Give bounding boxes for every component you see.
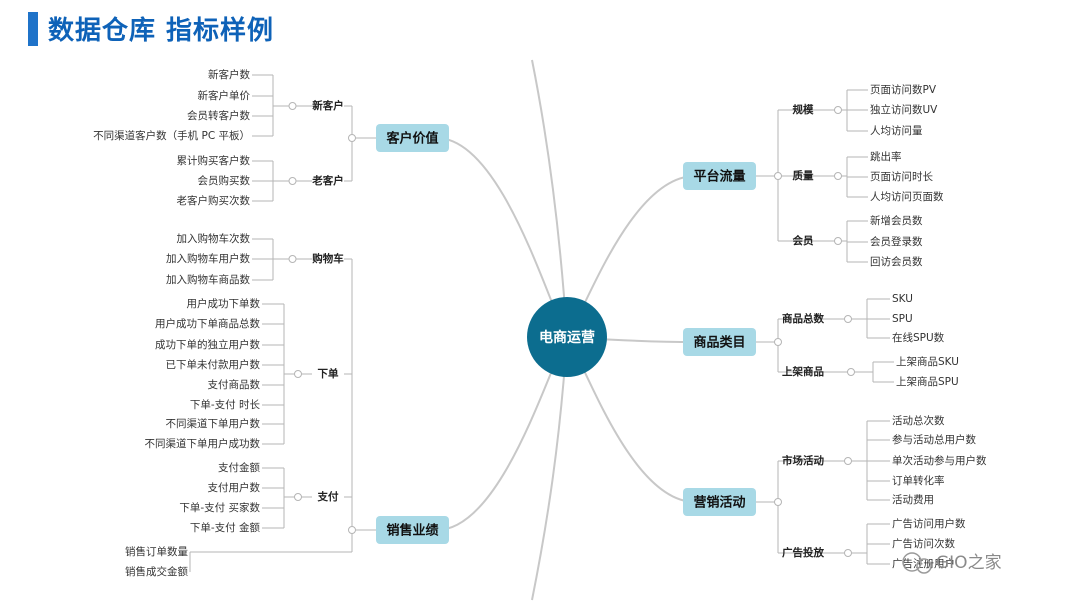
leaf-label: 会员登录数 <box>870 235 923 248</box>
leaf-label: 会员转客户数 <box>187 109 250 122</box>
group-label: 质量 <box>793 169 814 182</box>
leaf-label: 加入购物车商品数 <box>166 273 250 286</box>
group-label: 市场活动 <box>782 454 824 467</box>
leaf-label: 支付商品数 <box>208 378 261 391</box>
leaf-label: 老客户购买次数 <box>177 194 251 207</box>
leaf-label: 累计购买客户数 <box>177 154 251 167</box>
leaf-label: 广告访问次数 <box>892 537 955 550</box>
leaf-label: 用户成功下单数 <box>187 297 261 310</box>
group-knob <box>834 237 842 245</box>
leaf-label: 在线SPU数 <box>892 331 945 344</box>
leaf-label: 广告访问用户数 <box>892 517 966 530</box>
branch-spine-knob <box>348 134 356 142</box>
leaf-label: 活动总次数 <box>892 414 945 427</box>
wechat-icon-bubble <box>916 558 932 574</box>
group-knob <box>294 370 302 378</box>
leaf-label: 不同渠道客户数（手机 PC 平板） <box>93 129 250 142</box>
group-knob <box>288 255 297 263</box>
leaf-label: 页面访问数PV <box>870 83 937 96</box>
group-label: 购物车 <box>312 252 344 265</box>
group-label: 老客户 <box>311 174 344 187</box>
group-knob <box>834 106 842 114</box>
group-label: 支付 <box>317 490 339 503</box>
leaf-label: 订单转化率 <box>892 474 945 487</box>
group-knob <box>844 315 852 323</box>
group-label: 规模 <box>793 103 814 116</box>
leaf-label: 单次活动参与用户数 <box>892 454 987 467</box>
leaf-label: 新客户单价 <box>198 89 251 102</box>
leaf-label: SKU <box>892 293 913 305</box>
leaf-label: 销售成交金额 <box>125 565 188 578</box>
branch-box <box>683 328 756 356</box>
leaf-label: 下单-支付 买家数 <box>179 501 260 514</box>
branch-spine-knob <box>348 526 356 534</box>
leaf-label: 加入购物车用户数 <box>166 252 250 265</box>
group-knob <box>844 457 852 465</box>
leaf-label: 用户成功下单商品总数 <box>155 317 260 330</box>
leaf-label: 广告注册用户 <box>892 557 955 570</box>
leaf-label: 活动费用 <box>892 493 934 506</box>
watermark: GIO之家 <box>902 552 1002 574</box>
title-accent-bar <box>28 12 38 46</box>
leaf-label: 独立访问数UV <box>870 103 938 116</box>
branch-box <box>683 488 756 516</box>
group-knob <box>844 549 852 557</box>
leaf-label: 成功下单的独立用户数 <box>155 338 260 351</box>
group-label: 会员 <box>793 234 814 247</box>
leaf-label: 不同渠道下单用户成功数 <box>145 437 261 450</box>
group-knob <box>288 102 297 110</box>
branch-label: 客户价值 <box>386 131 438 147</box>
branch-label: 营销活动 <box>693 495 745 511</box>
leaf-label: 销售订单数量 <box>125 545 188 558</box>
group-label: 广告投放 <box>782 546 824 559</box>
leaf-label: 已下单未付款用户数 <box>166 358 261 371</box>
watermark-text: GIO之家 <box>936 553 1002 573</box>
leaf-label: 新客户数 <box>208 68 250 81</box>
leaf-label: 上架商品SKU <box>896 355 959 368</box>
leaf-label: 不同渠道下单用户数 <box>166 417 261 430</box>
group-label: 上架商品 <box>782 365 824 378</box>
branch-spine-knob <box>774 498 782 506</box>
top-connector <box>531 59 568 338</box>
leaf-label: 支付用户数 <box>208 481 261 494</box>
branch-label: 销售业绩 <box>386 523 438 539</box>
wechat-icon <box>902 552 922 572</box>
leaf-label: 会员购买数 <box>198 174 251 187</box>
center-label: 电商运营 <box>539 329 595 346</box>
leaf-label: 人均访问页面数 <box>870 190 944 203</box>
leaf-label: 页面访问时长 <box>870 170 933 183</box>
branch-spine-knob <box>774 172 782 180</box>
group-label: 新客户 <box>312 99 344 112</box>
group-label: 商品总数 <box>782 312 824 325</box>
page-title: 数据仓库 指标样例 <box>48 16 275 46</box>
group-knob <box>834 172 842 180</box>
leaf-label: 下单-支付 时长 <box>190 398 261 411</box>
leaf-label: 回访会员数 <box>870 255 923 268</box>
group-knob <box>847 368 855 376</box>
center-node <box>527 297 607 377</box>
branch-label: 平台流量 <box>693 169 745 185</box>
leaf-label: 新增会员数 <box>870 214 923 227</box>
leaf-label: 下单-支付 金额 <box>190 521 261 534</box>
branch-box <box>376 516 449 544</box>
leaf-label: 参与活动总用户数 <box>892 433 976 446</box>
leaf-label: 加入购物车次数 <box>177 232 251 245</box>
branch-box <box>683 162 756 190</box>
branch-spine-knob <box>774 338 782 346</box>
group-knob <box>288 177 297 185</box>
leaf-label: SPU <box>892 313 913 325</box>
leaf-label: 人均访问量 <box>870 124 923 137</box>
group-knob <box>294 493 302 501</box>
branch-box <box>376 124 449 152</box>
leaf-label: 支付金额 <box>218 461 260 474</box>
leaf-label: 上架商品SPU <box>896 375 959 388</box>
leaf-label: 跳出率 <box>870 150 902 163</box>
group-label: 下单 <box>318 367 339 380</box>
branch-label: 商品类目 <box>693 335 745 351</box>
